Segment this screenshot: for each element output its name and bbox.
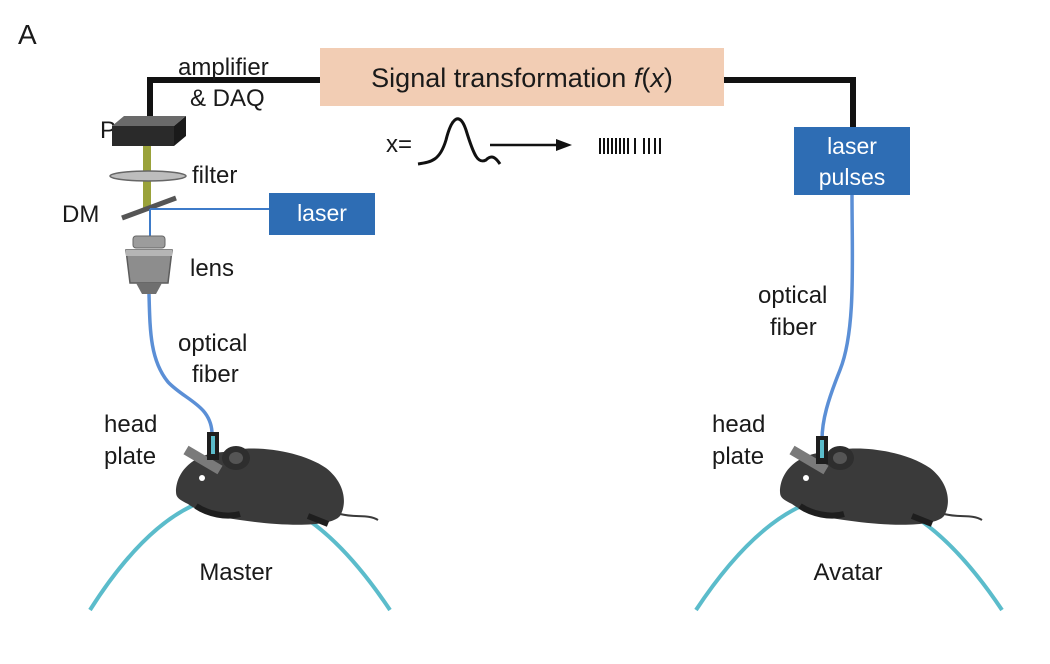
headplate-right-icon — [789, 445, 829, 475]
x-equals-label: x= — [386, 131, 412, 158]
optical-left-label-2: fiber — [192, 361, 239, 388]
dichroic-mirror-icon — [121, 195, 177, 221]
daq-label: & DAQ — [190, 85, 265, 112]
pmt-icon — [112, 116, 186, 146]
laser-box — [269, 193, 375, 235]
signal-waveform — [417, 117, 502, 166]
laser-pulses-box — [794, 127, 910, 195]
headplate-left-label-1: head — [104, 411, 157, 438]
filter-icon — [109, 170, 187, 182]
optical-fiber-right — [820, 194, 855, 441]
laser-pulses-label-1: laser — [827, 133, 877, 159]
laser-label: laser — [297, 200, 347, 226]
objective-lens-icon — [125, 235, 173, 294]
amplifier-label: amplifier — [178, 54, 269, 81]
panel-label: A — [18, 19, 37, 50]
lens-label: lens — [190, 255, 234, 282]
implant-left-fiber — [211, 436, 215, 454]
dm-label: DM — [62, 201, 99, 228]
signal-transformation-box — [320, 48, 724, 106]
laser-pulses-label-2: pulses — [819, 164, 885, 190]
signal-cable-right — [724, 77, 856, 128]
headplate-left-label-2: plate — [104, 443, 156, 470]
signal-cable-left — [147, 77, 320, 118]
optical-right-label-1: optical — [758, 282, 827, 309]
headplate-right-label-2: plate — [712, 443, 764, 470]
spike-train-icon — [599, 138, 661, 154]
avatar-label: Avatar — [814, 559, 883, 586]
filter-label: filter — [192, 162, 237, 189]
master-label: Master — [199, 559, 272, 586]
headplate-left-icon — [183, 445, 223, 475]
signal-transformation-label: Signal transformation f(x) — [371, 63, 673, 93]
transform-arrow-head — [556, 139, 572, 151]
optical-left-label-1: optical — [178, 330, 247, 357]
implant-right-fiber — [820, 440, 824, 458]
headplate-right-label-1: head — [712, 411, 765, 438]
optical-fiber-left — [147, 293, 214, 433]
optical-right-label-2: fiber — [770, 314, 817, 341]
